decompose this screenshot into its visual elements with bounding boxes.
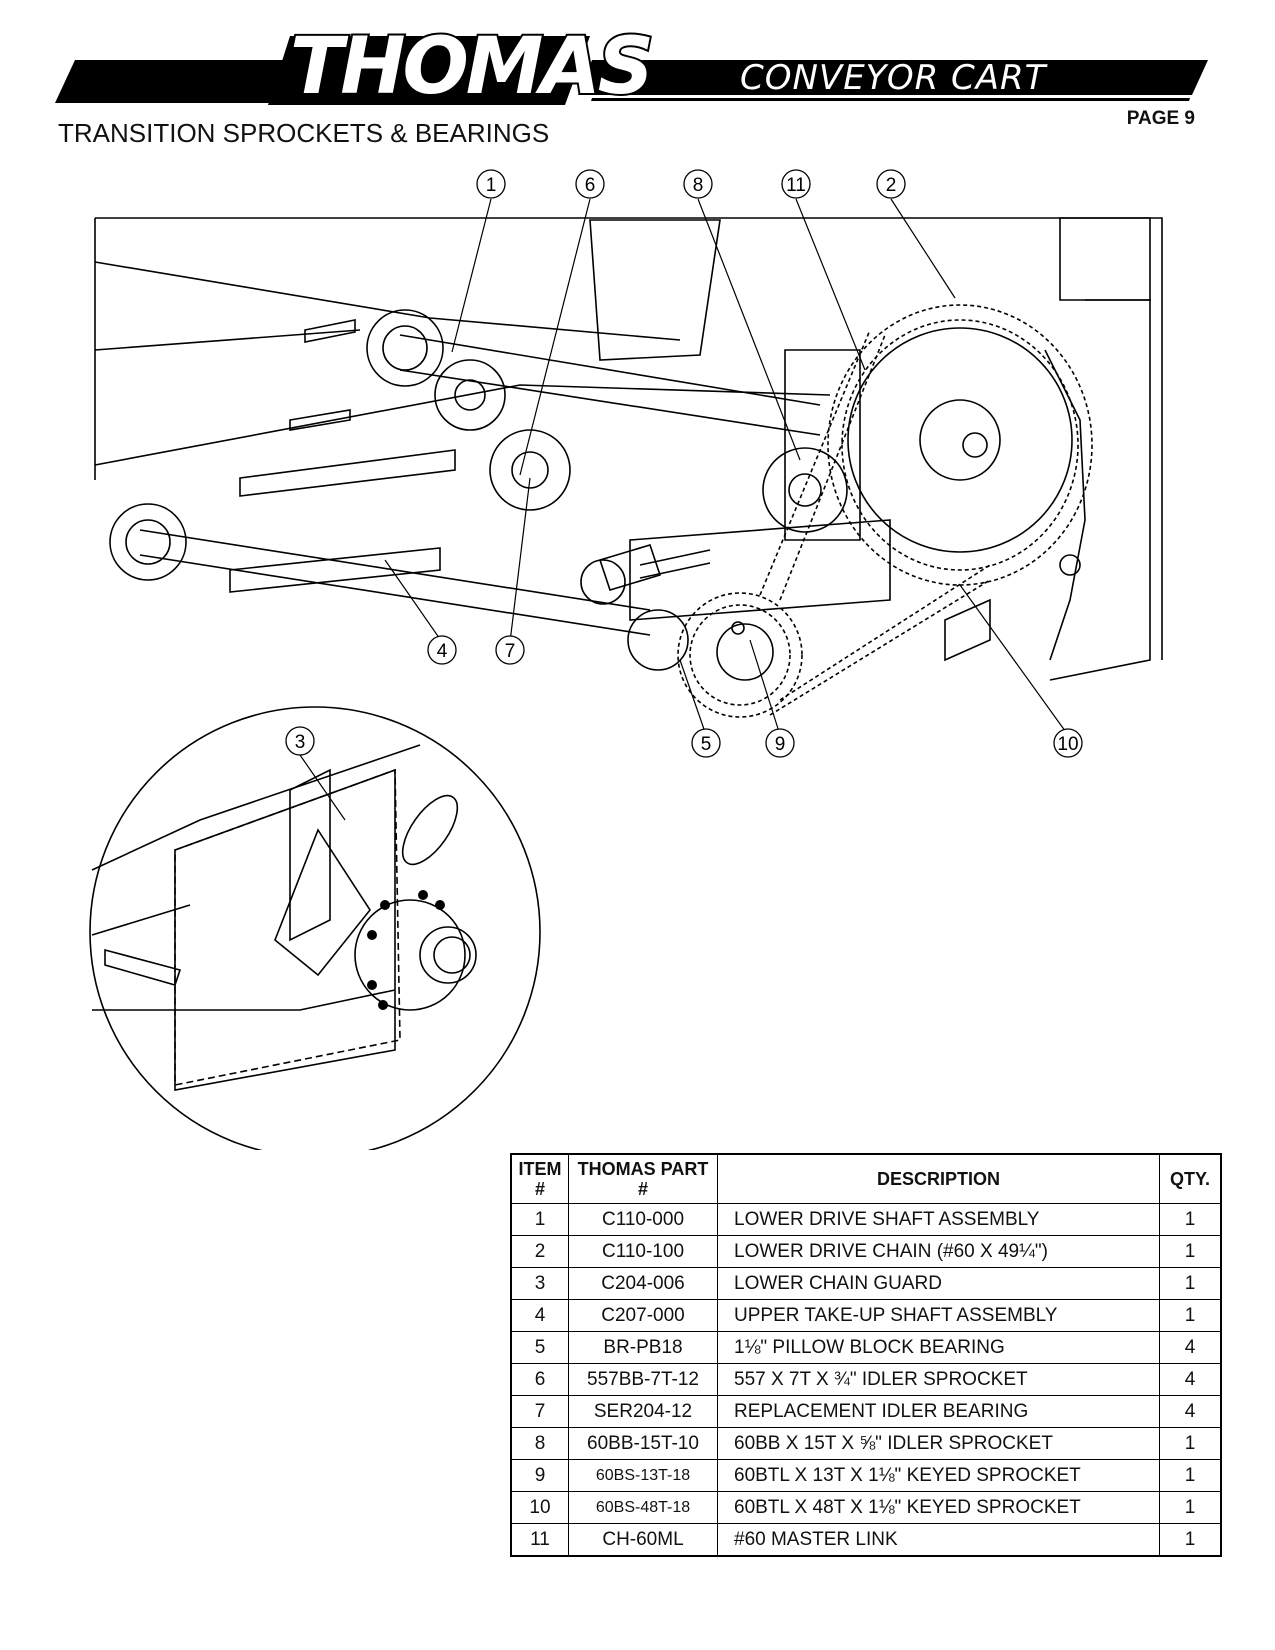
part-cell: C110-100: [568, 1235, 718, 1268]
svg-text:1: 1: [486, 175, 497, 196]
item-cell: 2: [510, 1235, 569, 1268]
product-title: CONVEYOR CART: [740, 58, 1047, 98]
page-number: PAGE 9: [1126, 108, 1195, 129]
qty-cell: 4: [1159, 1395, 1222, 1428]
svg-text:8: 8: [693, 175, 704, 196]
part-cell: C207-000: [568, 1299, 718, 1332]
qty-cell: 1: [1159, 1235, 1222, 1268]
svg-text:3: 3: [295, 732, 306, 753]
callout-9: 9: [765, 728, 795, 758]
description-cell: 60BTL X 48T X 1⅛" KEYED SPROCKET: [717, 1491, 1160, 1524]
col-description: DESCRIPTION: [717, 1153, 1160, 1204]
item-cell: 6: [510, 1363, 569, 1396]
callout-6: 6: [575, 169, 605, 199]
qty-cell: 1: [1159, 1299, 1222, 1332]
part-cell: 60BS-13T-18: [568, 1459, 718, 1492]
callout-10: 10: [1053, 728, 1083, 758]
part-cell: 557BB-7T-12: [568, 1363, 718, 1396]
item-cell: 9: [510, 1459, 569, 1492]
section-title: TRANSITION SPROCKETS & BEARINGS: [58, 118, 550, 148]
callout-balloons: 1 6 8 11 2 4 7 5 9 10 3: [285, 169, 1083, 758]
col-qty: QTY.: [1159, 1153, 1222, 1204]
svg-text:7: 7: [505, 641, 516, 662]
table-header-row: ITEM # THOMAS PART # DESCRIPTION QTY.: [510, 1153, 1222, 1204]
col-part: THOMAS PART #: [568, 1153, 718, 1204]
callout-4: 4: [427, 635, 457, 665]
description-cell: 60BB X 15T X ⅝" IDLER SPROCKET: [717, 1427, 1160, 1460]
qty-cell: 1: [1159, 1491, 1222, 1524]
qty-cell: 1: [1159, 1267, 1222, 1300]
item-cell: 3: [510, 1267, 569, 1300]
qty-cell: 1: [1159, 1427, 1222, 1460]
svg-text:4: 4: [437, 641, 448, 662]
callout-2: 2: [876, 169, 906, 199]
part-cell: 60BS-48T-18: [568, 1491, 718, 1524]
callout-7: 7: [495, 635, 525, 665]
part-cell: C204-006: [568, 1267, 718, 1300]
callout-3: 3: [285, 726, 315, 756]
description-cell: LOWER CHAIN GUARD: [717, 1267, 1160, 1300]
callout-11: 11: [781, 169, 811, 199]
description-cell: UPPER TAKE-UP SHAFT ASSEMBLY: [717, 1299, 1160, 1332]
svg-text:5: 5: [701, 734, 712, 755]
description-cell: 60BTL X 13T X 1⅛" KEYED SPROCKET: [717, 1459, 1160, 1492]
part-cell: CH-60ML: [568, 1523, 718, 1557]
svg-text:9: 9: [775, 734, 786, 755]
description-cell: 557 X 7T X ¾" IDLER SPROCKET: [717, 1363, 1160, 1396]
item-cell: 5: [510, 1331, 569, 1364]
item-cell: 4: [510, 1299, 569, 1332]
description-cell: 1⅛" PILLOW BLOCK BEARING: [717, 1331, 1160, 1364]
part-cell: BR-PB18: [568, 1331, 718, 1364]
part-cell: C110-000: [568, 1203, 718, 1236]
qty-cell: 1: [1159, 1203, 1222, 1236]
description-cell: REPLACEMENT IDLER BEARING: [717, 1395, 1160, 1428]
svg-text:10: 10: [1057, 734, 1078, 755]
item-cell: 7: [510, 1395, 569, 1428]
item-cell: 1: [510, 1203, 569, 1236]
qty-cell: 1: [1159, 1459, 1222, 1492]
part-cell: SER204-12: [568, 1395, 718, 1428]
callout-1: 1: [476, 169, 506, 199]
callout-8: 8: [683, 169, 713, 199]
item-cell: 8: [510, 1427, 569, 1460]
header-banner: [55, 36, 1208, 105]
svg-text:6: 6: [585, 175, 596, 196]
svg-text:2: 2: [886, 175, 897, 196]
svg-text:11: 11: [786, 175, 806, 196]
description-cell: #60 MASTER LINK: [717, 1523, 1160, 1557]
item-cell: 11: [510, 1523, 569, 1557]
assembly-drawing: [89, 198, 1163, 1150]
description-cell: LOWER DRIVE CHAIN (#60 X 49¼"): [717, 1235, 1160, 1268]
item-cell: 10: [510, 1491, 569, 1524]
qty-cell: 4: [1159, 1331, 1222, 1364]
qty-cell: 1: [1159, 1523, 1222, 1557]
description-cell: LOWER DRIVE SHAFT ASSEMBLY: [717, 1203, 1160, 1236]
part-cell: 60BB-15T-10: [568, 1427, 718, 1460]
col-item: ITEM #: [510, 1153, 569, 1204]
callout-5: 5: [691, 728, 721, 758]
qty-cell: 4: [1159, 1363, 1222, 1396]
